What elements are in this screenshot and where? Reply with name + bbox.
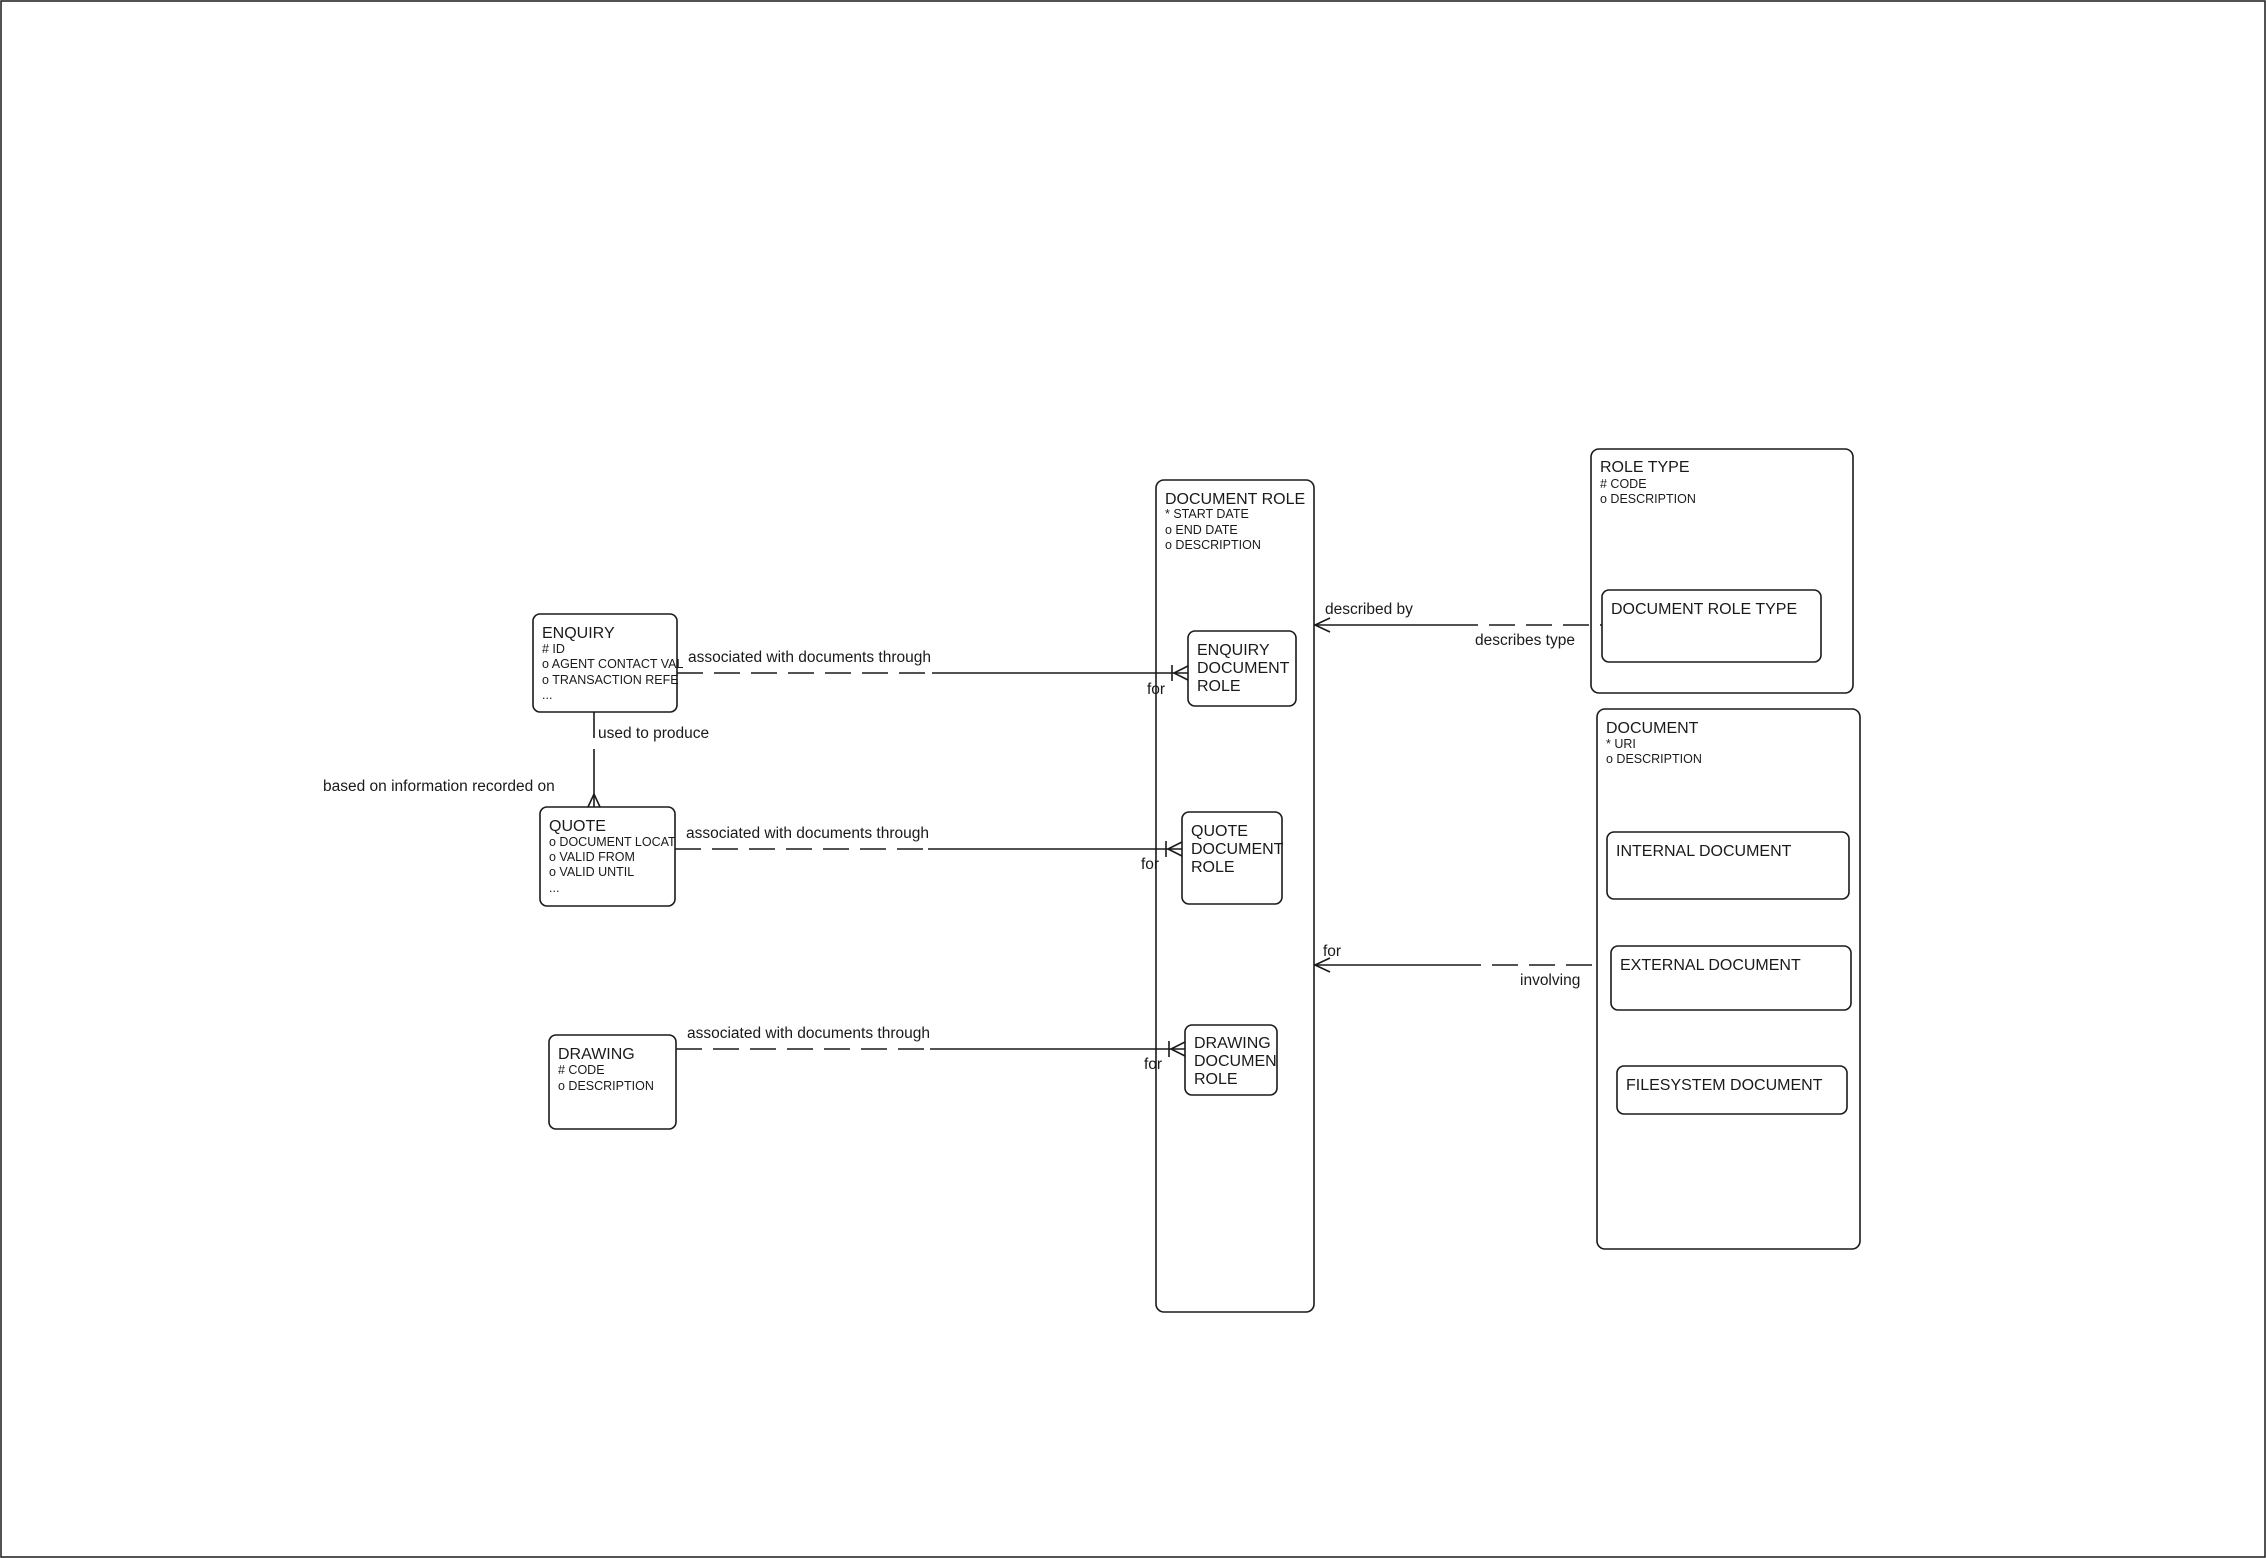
entity-title: DOCUMENT ROLE <box>1165 491 1305 508</box>
relationship-label: associated with documents through <box>688 649 931 666</box>
subtype-drawing-document-role[interactable]: DRAWING DOCUMEN ROLE <box>1184 1024 1278 1096</box>
subtype-title-line: DOCUMENT <box>1191 841 1284 858</box>
subtype-title-line: ENQUIRY <box>1197 642 1270 659</box>
entity-box <box>548 1034 677 1130</box>
entity-attribute: o DESCRIPTION <box>1600 492 1696 506</box>
relationship-label: associated with documents through <box>686 825 929 842</box>
entity-role-type[interactable]: ROLE TYPE # CODE o DESCRIPTION DOCUMENT … <box>1590 448 1854 694</box>
relationship-document-role-role-type[interactable]: described by describes type <box>1313 601 1602 649</box>
entity-drawing[interactable]: DRAWING # CODE o DESCRIPTION <box>548 1034 677 1130</box>
entity-attribute: o VALID FROM <box>549 850 635 864</box>
relationship-quote-document-role[interactable]: associated with documents through for <box>675 825 1183 873</box>
relationship-label: described by <box>1325 601 1413 618</box>
entity-attribute: o DESCRIPTION <box>558 1079 654 1093</box>
crowfoot-many <box>587 792 601 808</box>
crowfoot-bar-many <box>1168 1041 1186 1057</box>
subtype-external-document[interactable]: EXTERNAL DOCUMENT <box>1610 945 1852 1011</box>
subtype-title-line: QUOTE <box>1191 823 1248 840</box>
relationship-label: associated with documents through <box>687 1025 930 1042</box>
relationship-label: involving <box>1520 972 1580 989</box>
entity-title: ROLE TYPE <box>1600 459 1690 476</box>
crowfoot-many <box>1313 957 1331 973</box>
entity-document-role[interactable]: DOCUMENT ROLE * START DATE o END DATE o … <box>1155 479 1315 1313</box>
subtype-box <box>1616 1065 1848 1115</box>
subtype-box <box>1606 831 1850 900</box>
entity-attribute: * START DATE <box>1165 507 1249 521</box>
subtype-title-line: DRAWING <box>1194 1035 1271 1052</box>
entity-attribute: # ID <box>542 642 565 656</box>
subtype-title-line: ROLE <box>1191 859 1235 876</box>
subtype-internal-document[interactable]: INTERNAL DOCUMENT <box>1606 831 1850 900</box>
entity-attribute: o END DATE <box>1165 523 1238 537</box>
crowfoot-many <box>1313 617 1331 633</box>
subtype-box <box>1610 945 1852 1011</box>
subtype-title-line: ROLE <box>1197 678 1241 695</box>
subtype-box <box>1181 811 1283 905</box>
subtype-title-line: DOCUMEN <box>1194 1053 1277 1070</box>
crowfoot-bar-many <box>1165 841 1183 857</box>
relationship-label: for <box>1144 1056 1162 1073</box>
entity-title: QUOTE <box>549 818 606 835</box>
entity-enquiry[interactable]: ENQUIRY # ID o AGENT CONTACT VAL o TRANS… <box>532 613 684 713</box>
relationship-drawing-document-role[interactable]: associated with documents through for <box>676 1025 1186 1073</box>
subtype-enquiry-document-role[interactable]: ENQUIRY DOCUMENT ROLE <box>1187 630 1297 707</box>
entity-attribute: # CODE <box>558 1063 605 1077</box>
entity-quote[interactable]: QUOTE o DOCUMENT LOCAT o VALID FROM o VA… <box>539 806 676 907</box>
relationship-label: describes type <box>1475 632 1575 649</box>
relationship-label: used to produce <box>598 725 709 742</box>
subtype-filesystem-document[interactable]: FILESYSTEM DOCUMENT <box>1616 1065 1848 1115</box>
subtype-document-role-type[interactable]: DOCUMENT ROLE TYPE <box>1601 589 1822 663</box>
subtype-box <box>1184 1024 1278 1096</box>
relationship-label: based on information recorded on <box>323 778 555 795</box>
entity-attribute: o DESCRIPTION <box>1165 538 1261 552</box>
subtype-title-line: ROLE <box>1194 1071 1238 1088</box>
relationship-label: for <box>1323 943 1341 960</box>
relationship-enquiry-document-role[interactable]: associated with documents through for <box>677 649 1189 698</box>
subtype-quote-document-role[interactable]: QUOTE DOCUMENT ROLE <box>1181 811 1284 905</box>
subtype-box <box>1187 630 1297 707</box>
entity-attribute: ... <box>549 881 559 895</box>
relationship-label: for <box>1147 681 1165 698</box>
subtype-title: DOCUMENT ROLE TYPE <box>1611 601 1797 618</box>
subtype-title-line: DOCUMENT <box>1197 660 1290 677</box>
subtype-title: EXTERNAL DOCUMENT <box>1620 957 1801 974</box>
entity-title: DOCUMENT <box>1606 720 1699 737</box>
entity-box <box>539 806 676 907</box>
subtype-box <box>1601 589 1822 663</box>
relationship-enquiry-quote[interactable]: used to produce based on information rec… <box>323 712 709 808</box>
entity-attribute: ... <box>542 688 552 702</box>
subtype-title: FILESYSTEM DOCUMENT <box>1626 1077 1823 1094</box>
entity-attribute: o TRANSACTION REFE <box>542 673 679 687</box>
entity-attribute: o DESCRIPTION <box>1606 752 1702 766</box>
subtype-title: INTERNAL DOCUMENT <box>1616 843 1792 860</box>
relationship-document-role-document[interactable]: for involving <box>1313 943 1597 989</box>
entity-attribute: * URI <box>1606 737 1636 751</box>
entity-title: DRAWING <box>558 1046 635 1063</box>
entity-attribute: o DOCUMENT LOCAT <box>549 835 676 849</box>
entity-box <box>532 613 678 713</box>
entity-attribute: o AGENT CONTACT VAL <box>542 657 684 671</box>
relationship-label: for <box>1141 856 1159 873</box>
entity-attribute: o VALID UNTIL <box>549 865 634 879</box>
entity-title: ENQUIRY <box>542 625 615 642</box>
entity-document[interactable]: DOCUMENT * URI o DESCRIPTION INTERNAL DO… <box>1596 708 1861 1250</box>
crowfoot-bar-many <box>1171 665 1189 681</box>
entity-attribute: # CODE <box>1600 477 1647 491</box>
